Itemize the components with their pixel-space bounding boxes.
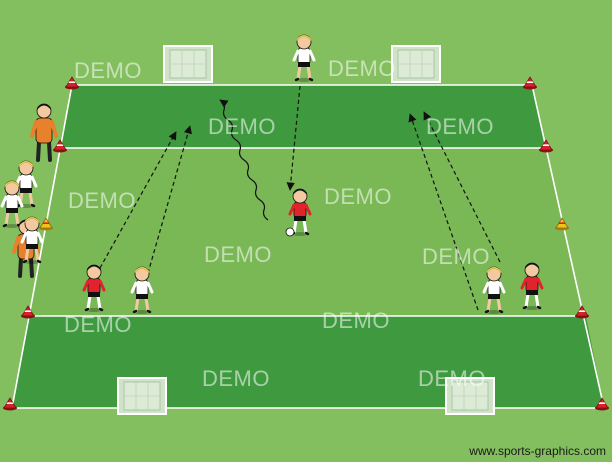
cone-icon bbox=[64, 76, 80, 90]
end-zone-top bbox=[59, 85, 546, 148]
player-icon bbox=[292, 33, 316, 84]
end-zone-bottom bbox=[12, 316, 604, 408]
pass-arrow-icon bbox=[99, 85, 501, 311]
goal-icon bbox=[391, 45, 441, 83]
goal-icon bbox=[163, 45, 213, 83]
dribble-path-icon bbox=[219, 99, 269, 221]
goal-icon bbox=[445, 377, 495, 415]
cone-icon bbox=[522, 76, 538, 90]
credit-link[interactable]: www.sports-graphics.com bbox=[469, 444, 606, 458]
ball-icon bbox=[285, 227, 295, 237]
goal-icon bbox=[117, 377, 167, 415]
coach-icon bbox=[30, 102, 58, 162]
